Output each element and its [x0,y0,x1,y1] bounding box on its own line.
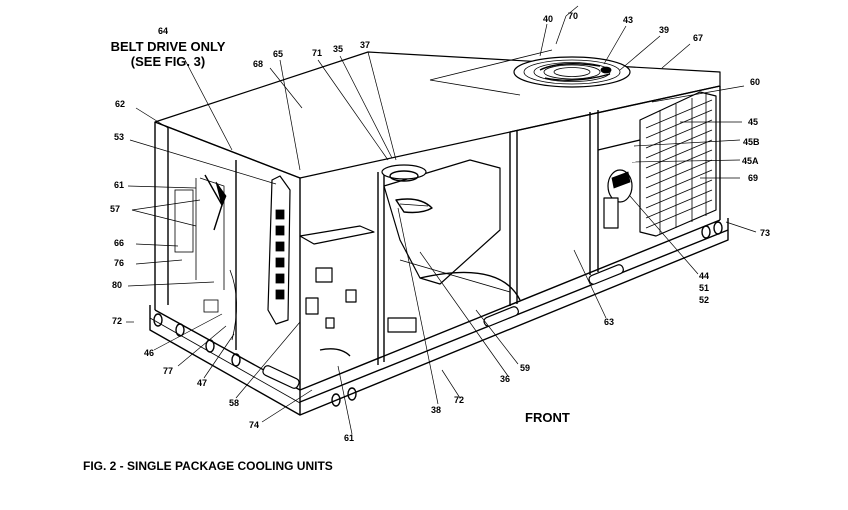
callout-47: 47 [197,378,208,388]
callout-39: 39 [659,25,670,35]
callout-69: 69 [748,173,759,183]
callout-65: 65 [273,49,284,59]
callout-44: 44 [699,271,710,281]
callout-59: 59 [520,363,531,373]
callout-63: 63 [604,317,615,327]
callout-71: 71 [312,48,323,58]
condenser-coil [639,91,717,237]
belt-drive-note: BELT DRIVE ONLY [110,39,226,54]
callout-80: 80 [112,280,123,290]
callout-73: 73 [760,228,771,238]
callout-35: 35 [333,44,344,54]
callout-52: 52 [699,295,710,305]
callout-43: 43 [623,15,634,25]
callout-77: 77 [163,366,174,376]
figure-caption: FIG. 2 - SINGLE PACKAGE COOLING UNITS [83,459,333,473]
callout-46: 46 [144,348,155,358]
callout-51: 51 [699,283,710,293]
see-fig-note: (SEE FIG. 3) [130,54,206,69]
callout-61-left: 61 [114,180,125,190]
callout-45a: 45A [742,156,759,166]
callout-60: 60 [750,77,761,87]
blower-housing [383,159,501,285]
callout-53: 53 [114,132,125,142]
callout-72-bottom: 72 [454,395,465,405]
callout-58: 58 [229,398,240,408]
callout-76: 76 [114,258,125,268]
callout-64: 64 [158,26,169,36]
top-panel [154,51,721,179]
callout-72-left: 72 [112,316,123,326]
callout-36: 36 [500,374,511,384]
callout-70: 70 [568,11,579,21]
callout-67: 67 [693,33,704,43]
callout-38: 38 [431,405,442,415]
callout-45: 45 [748,117,759,127]
condenser-fan-grille [513,56,631,88]
callout-62: 62 [115,99,126,109]
callout-57: 57 [110,204,121,214]
callout-37: 37 [360,40,371,50]
callout-45b: 45B [743,137,760,147]
leader-lines [126,5,757,435]
callout-68: 68 [253,59,264,69]
front-label: FRONT [525,410,570,425]
callout-74: 74 [249,420,260,430]
callout-66: 66 [114,238,125,248]
callout-61-bottom: 61 [344,433,355,443]
callout-40: 40 [543,14,554,24]
